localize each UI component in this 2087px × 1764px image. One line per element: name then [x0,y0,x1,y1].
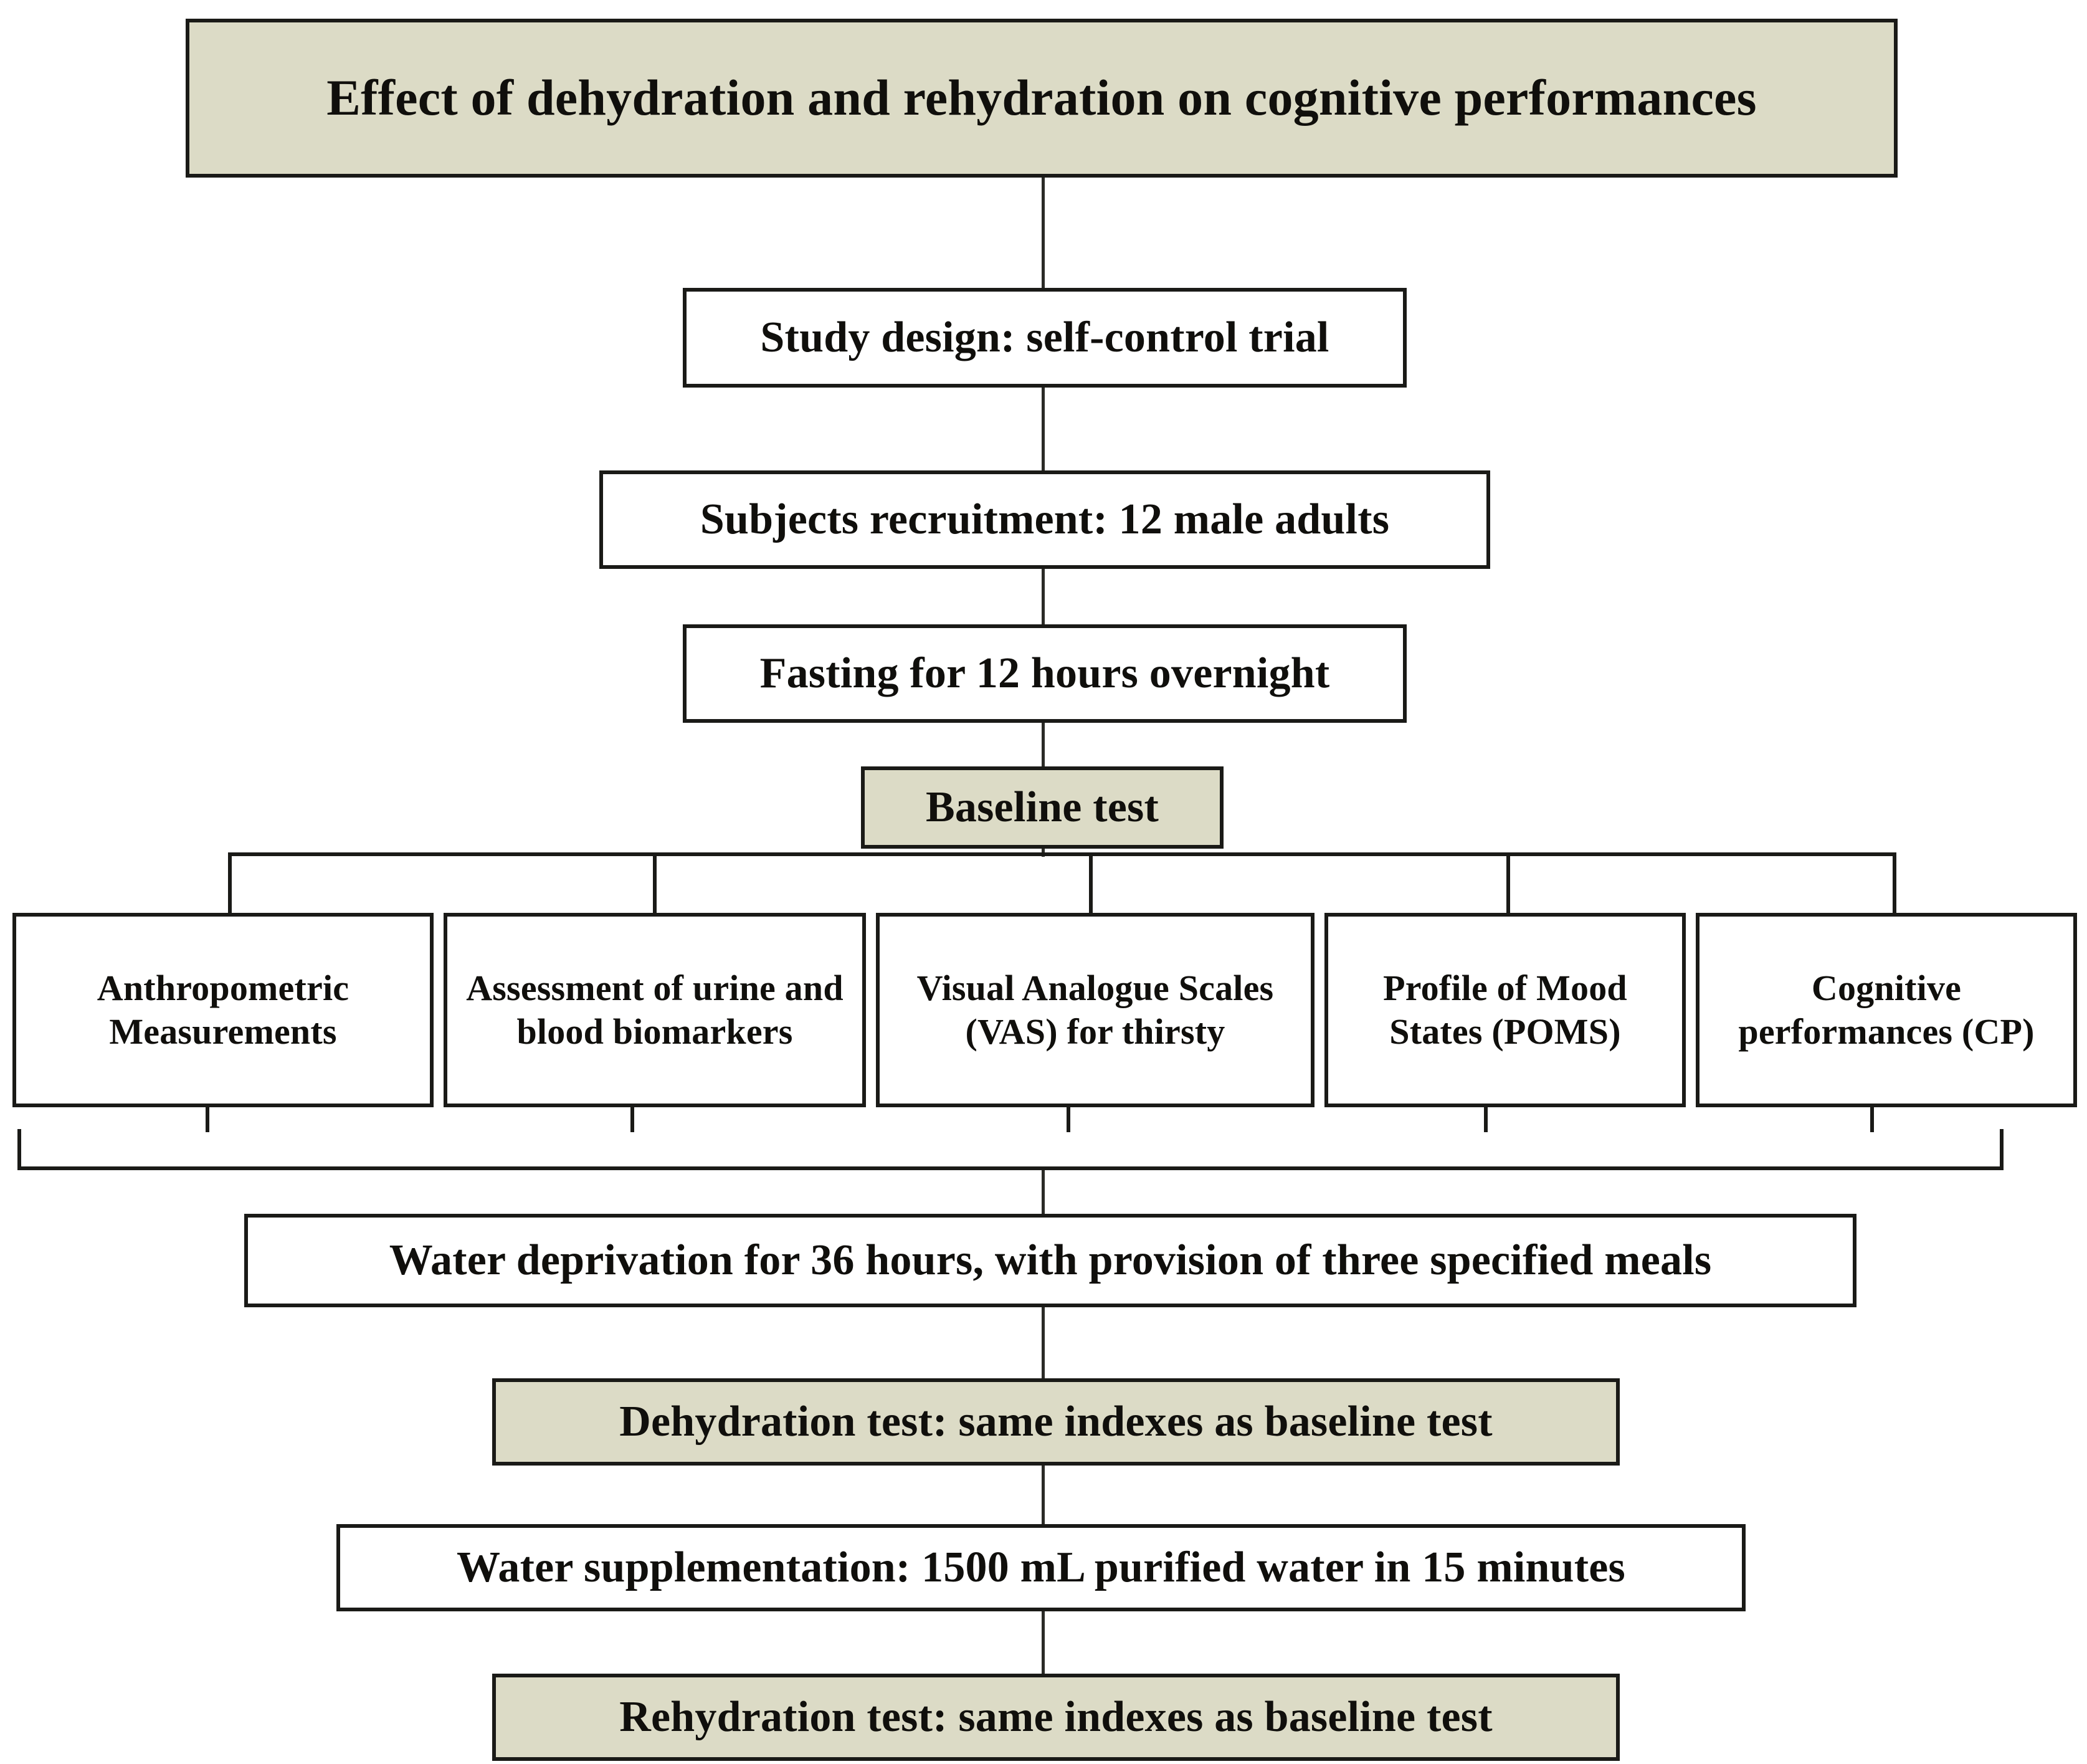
branch-label-anthropometric: Anthropometric Measurements [97,968,349,1052]
connector-recruitment-to-fasting [1042,567,1045,626]
merge-riser-cp [1870,1107,1874,1132]
branch-drop-vas [1089,856,1093,915]
step-label-recruitment: Subjects recruitment: 12 male adults [700,495,1390,543]
branch-label-vas: Visual Analogue Scales (VAS) for thirsty [916,968,1274,1052]
step-box-fasting: Fasting for 12 hours overnight [683,624,1407,723]
step-box-water-deprivation: Water deprivation for 36 hours, with pro… [244,1214,1856,1307]
connector-baseline-to-split [1042,847,1045,857]
step-label-dehydration-test: Dehydration test: same indexes as baseli… [619,1398,1493,1446]
merge-bracket-right-edge [2000,1129,2004,1170]
step-box-dehydration-test: Dehydration test: same indexes as baseli… [492,1378,1620,1466]
branch-drop-anthropometric [228,856,232,915]
connector-supplementation-to-rehydration [1042,1610,1045,1676]
step-box-baseline-test: Baseline test [861,766,1224,849]
branch-merge-bar [17,1166,2004,1170]
branch-drop-poms [1506,856,1510,915]
branch-box-poms: Profile of Mood States (POMS) [1324,913,1686,1107]
connector-study-design-to-recruitment [1042,386,1045,472]
branch-split-bar [228,852,1896,856]
branch-box-biomarkers: Assessment of urine and blood biomarkers [444,913,866,1107]
step-label-rehydration-test: Rehydration test: same indexes as baseli… [619,1693,1493,1741]
step-label-study-design: Study design: self-control trial [760,313,1329,361]
flowchart-title-text: Effect of dehydration and rehydration on… [326,69,1757,126]
step-label-water-deprivation: Water deprivation for 36 hours, with pro… [389,1236,1712,1284]
merge-riser-vas [1067,1107,1070,1132]
step-label-baseline-test: Baseline test [926,783,1159,831]
branch-box-cp: Cognitive performances (CP) [1696,913,2077,1107]
branch-label-poms: Profile of Mood States (POMS) [1383,968,1627,1052]
merge-riser-anthropometric [206,1107,209,1132]
branch-box-vas: Visual Analogue Scales (VAS) for thirsty [876,913,1314,1107]
step-box-water-supplementation: Water supplementation: 1500 mL purified … [336,1524,1746,1611]
step-label-water-supplementation: Water supplementation: 1500 mL purified … [457,1543,1625,1591]
step-label-fasting: Fasting for 12 hours overnight [759,649,1330,697]
connector-deprivation-to-dehydration [1042,1306,1045,1381]
branch-label-cp: Cognitive performances (CP) [1738,968,2035,1052]
merge-bracket-left-edge [17,1129,21,1170]
connector-title-to-study-design [1042,178,1045,290]
flowchart-title-box: Effect of dehydration and rehydration on… [186,19,1898,178]
merge-riser-biomarkers [630,1107,634,1132]
connector-dehydration-to-supplementation [1042,1464,1045,1527]
branch-label-biomarkers: Assessment of urine and blood biomarkers [466,968,844,1052]
branch-drop-biomarkers [653,856,657,915]
branch-box-anthropometric: Anthropometric Measurements [12,913,434,1107]
connector-merge-to-deprivation [1042,1170,1045,1216]
connector-fasting-to-baseline [1042,722,1045,768]
step-box-rehydration-test: Rehydration test: same indexes as baseli… [492,1674,1620,1761]
merge-riser-poms [1484,1107,1488,1132]
branch-drop-cp [1893,856,1896,915]
step-box-recruitment: Subjects recruitment: 12 male adults [599,470,1490,569]
step-box-study-design: Study design: self-control trial [683,288,1407,388]
